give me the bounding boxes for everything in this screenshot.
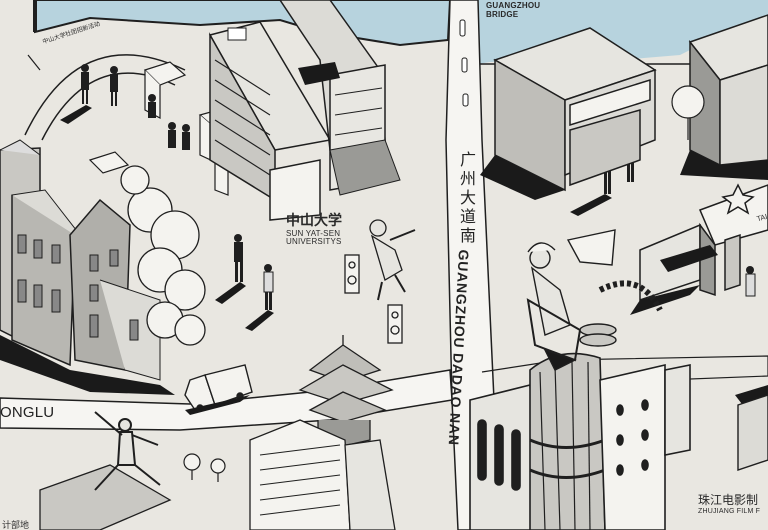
right-building-1 <box>480 27 657 200</box>
small-trees <box>183 453 226 482</box>
film-studio-label: 珠江电影制 ZHUJIANG FILM F <box>698 494 760 515</box>
bridge-label-line2: BRIDGE <box>486 10 519 19</box>
right-tree <box>671 85 705 140</box>
university-arch <box>24 54 186 136</box>
university-historic-building <box>0 139 175 395</box>
road-char: 道 <box>459 207 476 226</box>
road-char: 大 <box>459 188 476 207</box>
film-studio-label-en: ZHUJIANG FILM F <box>698 508 761 515</box>
university-label-cn: 中山大学 <box>286 213 342 229</box>
temple-roofs <box>39 419 396 530</box>
speakers <box>344 254 403 344</box>
university-label-en-2: UNIVERSITYS <box>286 237 342 246</box>
dancer-figure <box>94 411 161 491</box>
film-studio-label-cn: 珠江电影制 <box>698 493 759 507</box>
tree-cluster <box>120 165 206 346</box>
guitar-player <box>369 219 416 301</box>
bridge-label-line1: GUANGZHOU <box>486 1 541 10</box>
university-modern-building <box>208 0 401 221</box>
cross-road-label: ONGLU <box>0 404 55 421</box>
university-label-en-1: SUN YAT-SEN <box>286 229 341 238</box>
road-char: 州 <box>459 169 476 188</box>
road-char: 南 <box>459 226 476 245</box>
university-label: 中山大学 SUN YAT-SEN UNIVERSITYS <box>286 214 342 246</box>
bottom-left-partial-label: 计部地 <box>2 521 30 530</box>
main-road-label-cn: 广 州 大 道 南 <box>458 150 478 245</box>
zhujiang-film-studio <box>469 352 691 530</box>
film-director <box>526 229 663 371</box>
right-building-2 <box>680 14 768 180</box>
bridge-label: GUANGZHOU BRIDGE <box>486 1 540 19</box>
delivery-truck <box>184 364 253 415</box>
road-char: 广 <box>459 150 476 169</box>
